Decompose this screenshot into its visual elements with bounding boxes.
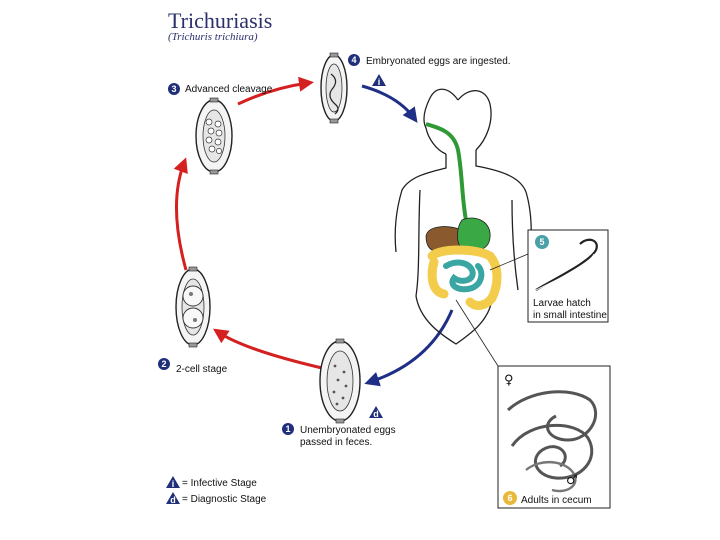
egg-two-cell xyxy=(175,266,211,348)
stage-4-number: 4 xyxy=(351,55,356,65)
stage-2-number: 2 xyxy=(161,359,166,369)
stage-6: ♀ ♂ 6 Adults in cecum xyxy=(503,373,592,506)
egg-advanced-cleavage xyxy=(195,97,233,175)
stage-1-marker-letter: d xyxy=(373,409,379,419)
stage-4-badge xyxy=(348,54,360,66)
stage-1-label-line2: passed in feces. xyxy=(300,437,372,448)
stage-1-label-line1: Unembryonated eggs xyxy=(300,425,396,436)
arrow-2-to-3 xyxy=(173,157,188,271)
stage-5-label-line2: in small intestine xyxy=(533,310,607,321)
stage-2: 2 2-cell stage xyxy=(158,358,228,375)
stage-6-number: 6 xyxy=(507,493,512,503)
stage-3: 3 Advanced cleavage xyxy=(168,83,273,95)
legend-infective-marker xyxy=(166,476,180,488)
stomach xyxy=(457,217,491,251)
male-symbol: ♂ xyxy=(566,473,578,488)
human-host xyxy=(394,88,532,345)
diagram-title: Trichuriasis xyxy=(168,8,272,33)
stage-1-diagnostic-marker xyxy=(369,406,383,418)
legend-infective-letter: i xyxy=(172,479,175,489)
stage-5-label-line1: Larvae hatch xyxy=(533,298,591,309)
female-symbol: ♀ xyxy=(504,373,514,388)
stage-2-label: 2-cell stage xyxy=(176,364,228,375)
legend-infective-text: = Infective Stage xyxy=(182,478,257,489)
arrow-3-to-4 xyxy=(237,76,314,106)
digestive-tract xyxy=(425,122,502,310)
stage-4: 4 Embryonated eggs are ingested. i xyxy=(348,54,511,87)
stage-3-badge xyxy=(168,83,180,95)
stage-5: 5 Larvae hatch in small intestine xyxy=(533,235,607,321)
stage-3-number: 3 xyxy=(171,84,176,94)
esophagus xyxy=(425,122,468,221)
stage-5-badge xyxy=(535,235,549,249)
stage-4-infective-marker xyxy=(372,74,386,86)
arrow-4-to-host xyxy=(361,84,418,123)
callout-line-larvae xyxy=(489,253,529,271)
stage-1-number: 1 xyxy=(285,424,290,434)
diagram-subtitle: (Trichuris trichiura) xyxy=(168,31,258,43)
stage-6-label: Adults in cecum xyxy=(521,495,592,506)
legend-diagnostic-letter: d xyxy=(170,495,176,505)
arrow-host-to-1 xyxy=(364,309,454,387)
stage-4-label: Embryonated eggs are ingested. xyxy=(366,56,511,67)
legend-diagnostic-marker xyxy=(166,492,180,504)
legend-diagnostic-text: = Diagnostic Stage xyxy=(182,494,267,505)
adults-box xyxy=(497,365,611,509)
egg-unembryonated xyxy=(319,338,361,424)
arrow-1-to-2 xyxy=(213,328,323,370)
stage-1-badge xyxy=(282,423,294,435)
stage-3-label: Advanced cleavage xyxy=(185,84,273,95)
stage-5-number: 5 xyxy=(539,237,544,247)
stage-2-badge xyxy=(158,358,170,370)
legend: i = Infective Stage d = Diagnostic Stage xyxy=(166,476,267,505)
egg-embryonated xyxy=(320,52,348,124)
small-intestine xyxy=(443,259,485,293)
colon xyxy=(427,245,502,310)
stage-1: d 1 Unembryonated eggs passed in feces. xyxy=(282,406,396,448)
stage-6-badge xyxy=(503,491,517,505)
callout-line-adults xyxy=(455,299,499,367)
stage-4-marker-letter: i xyxy=(378,77,381,87)
